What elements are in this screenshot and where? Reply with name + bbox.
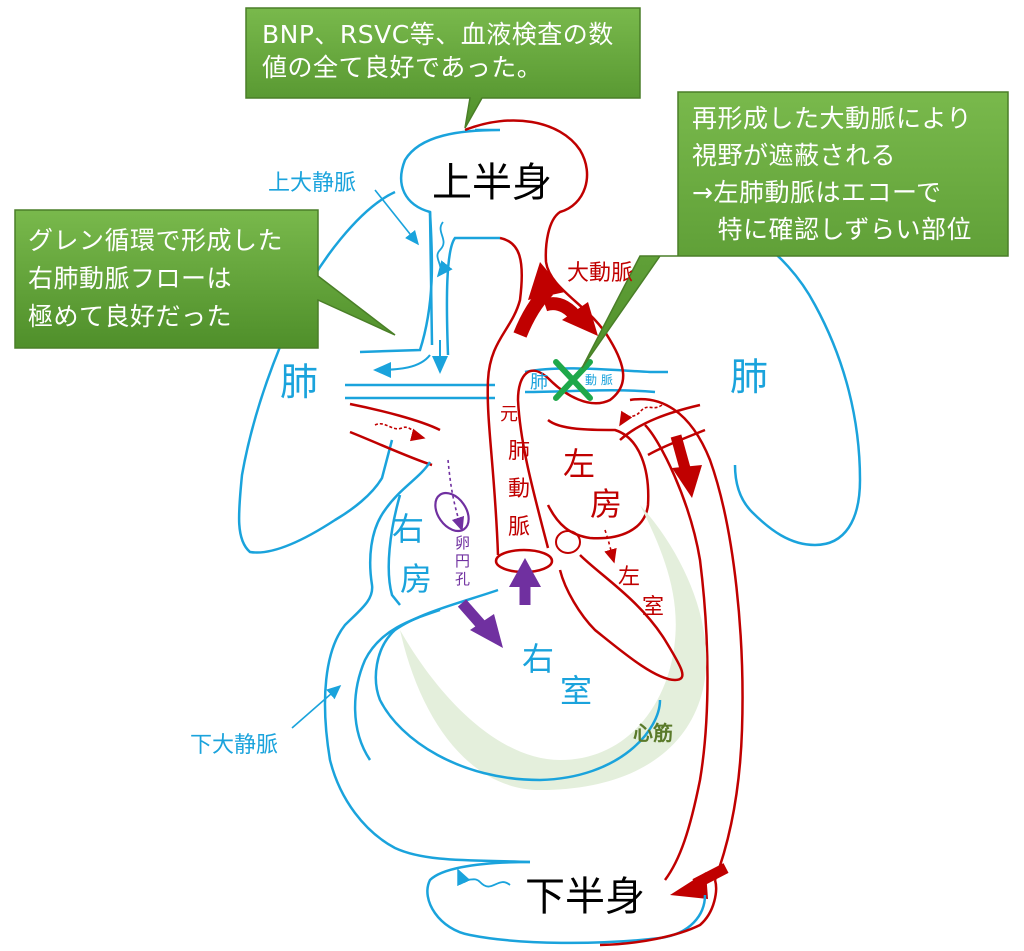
left-pulmonary-vein <box>619 403 706 457</box>
ivc-return-wavy-flow <box>457 868 511 888</box>
svc-wavy-flow <box>436 221 453 278</box>
upper-body-outline <box>399 128 501 346</box>
descending-aorta-inner <box>644 424 709 881</box>
left-atrium-outline <box>546 418 650 540</box>
left-pv-wavy-flow <box>619 404 663 427</box>
label-orig-pa-3: 動 <box>508 477 530 502</box>
ivc-outer-wall <box>387 494 402 606</box>
label-aorta: 大動脈 <box>567 261 633 286</box>
label-foramen-1: 卵 <box>455 534 470 552</box>
label-upper-body: 上半身 <box>432 160 552 206</box>
upper-body-outline-right <box>464 119 589 263</box>
lower-body-outline-red <box>599 879 718 947</box>
right-ventricle-wall <box>353 608 441 761</box>
label-foramen-2: 円 <box>455 552 470 570</box>
callout-right-box <box>581 91 1009 369</box>
label-rv-2: 室 <box>560 672 592 710</box>
descending-aorta-outer <box>629 397 744 881</box>
label-pa-small-2: 動 脈 <box>585 373 613 387</box>
descending-aorta-flow-shaft <box>670 434 692 474</box>
right-pv-wavy-flow <box>374 423 426 442</box>
label-ra-2: 房 <box>400 560 432 598</box>
label-orig-pa-2: 肺 <box>508 439 530 464</box>
callout-top-text: BNP、RSVC等、血液検査の数 値の全て良好であった。 <box>262 20 614 82</box>
label-la-1: 左 <box>563 445 595 483</box>
callout-left-text: グレン循環で形成した 右肺動脈フローは 極めて良好だった <box>28 226 284 331</box>
callout-right-text: 再形成した大動脈により 視野が遮蔽される →左肺動脈はエコーで 特に確認しずらい… <box>692 104 973 244</box>
descending-aorta-flow-head <box>672 465 702 498</box>
foramen-ovale <box>434 491 470 533</box>
lower-body-in-arrow-head <box>670 872 708 899</box>
label-orig-pa-1: 元 <box>500 404 518 425</box>
label-la-2: 房 <box>590 485 622 523</box>
label-ivc: 下大静脈 <box>190 733 278 758</box>
la-to-lv-dotted-arrow <box>604 529 617 564</box>
right-atrium-outline <box>323 461 531 864</box>
callout-top-box <box>245 7 641 129</box>
ra-to-rv-flow-head <box>470 614 503 648</box>
aortic-flow-arrowhead-left <box>528 262 565 300</box>
ivc-pointer <box>291 684 342 729</box>
right-pulmonary-artery <box>345 383 495 400</box>
label-pa-small-1: 肺 <box>530 372 548 393</box>
reconstructed-aorta-left-wall <box>486 236 524 556</box>
label-lower-body: 下半身 <box>525 874 645 920</box>
reconstructed-aorta-right-wall <box>516 261 625 549</box>
label-svc: 上大静脈 <box>268 171 356 196</box>
label-lv-2: 室 <box>642 595 664 620</box>
label-orig-pa-4: 脈 <box>508 515 530 540</box>
left-pulmonary-artery <box>524 367 668 394</box>
label-foramen-3: 孔 <box>455 570 470 588</box>
svc-vessel-right <box>445 236 500 356</box>
label-lung-right: 肺 <box>730 355 768 399</box>
blocked-view-x-mark <box>553 359 593 401</box>
label-ra-1: 右 <box>392 510 424 548</box>
label-myocardium: 心筋 <box>633 721 673 745</box>
glenn-flow-arrow-right-pa <box>373 354 431 378</box>
label-rv-1: 右 <box>522 640 554 678</box>
rv-to-pa-flow-head <box>509 558 541 587</box>
svc-vessel-left <box>359 211 434 354</box>
right-pulmonary-vein <box>349 402 441 467</box>
foramen-dotted-flow <box>447 459 465 532</box>
callout-left-box <box>14 209 396 349</box>
aortic-flow-arrowhead-right <box>562 302 598 336</box>
label-lung-left: 肺 <box>280 360 318 404</box>
left-lung-outline <box>682 210 862 547</box>
label-lv-1: 左 <box>618 565 640 590</box>
left-ventricle-outline <box>558 554 684 682</box>
svc-pointer <box>374 189 419 246</box>
